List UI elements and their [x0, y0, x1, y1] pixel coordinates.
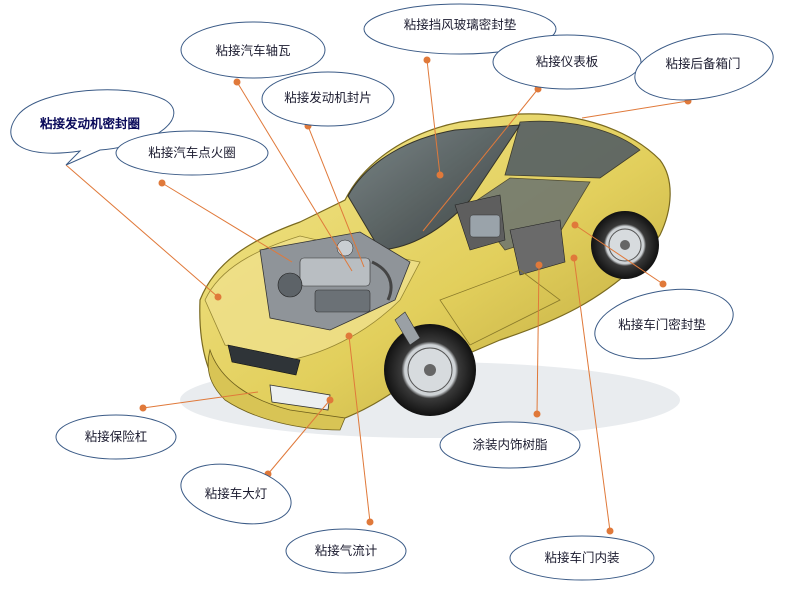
label-door-seal: 粘接车门密封垫	[618, 317, 706, 332]
leader-lines	[65, 56, 692, 535]
label-door-interior: 粘接车门内装	[544, 550, 619, 565]
label-ignition-coil: 粘接汽车点火圈	[148, 145, 236, 160]
label-bumper: 粘接保险杠	[85, 429, 148, 444]
callout-interior-resin: 涂装内饰树脂	[439, 421, 581, 469]
callout-ignition-coil: 粘接汽车点火圈	[115, 130, 269, 176]
label-airflow-meter: 粘接气流计	[315, 543, 378, 558]
callout-trunk-door: 粘接后备箱门	[634, 33, 774, 101]
rear-wheel	[591, 211, 659, 279]
callout-dashboard: 粘接仪表板	[492, 34, 642, 90]
interior-seats	[454, 194, 566, 276]
label-headlight: 粘接车大灯	[205, 486, 268, 501]
callout-engine-seal: 粘接发动机封片	[261, 71, 395, 127]
label-interior-resin: 涂装内饰树脂	[472, 437, 547, 452]
label-engine-cover-seal: 粘接发动机密封圈	[40, 116, 140, 131]
callout-windshield-seal: 粘接挡风玻璃密封垫	[363, 3, 557, 55]
label-engine-seal: 粘接发动机封片	[284, 90, 372, 105]
front-wheel	[384, 324, 476, 416]
callout-bumper: 粘接保险杠	[55, 414, 177, 460]
label-trunk-door: 粘接后备箱门	[665, 56, 740, 71]
label-bearing-shell: 粘接汽车轴瓦	[215, 43, 290, 58]
callout-airflow-meter: 粘接气流计	[285, 528, 407, 574]
callout-door-seal: 粘接车门密封垫	[594, 288, 734, 360]
label-windshield-seal: 粘接挡风玻璃密封垫	[404, 17, 517, 32]
callout-bearing-shell: 粘接汽车轴瓦	[180, 21, 326, 79]
label-dashboard: 粘接仪表板	[536, 54, 599, 69]
car-illustration	[180, 113, 680, 438]
callout-headlight: 粘接车大灯	[180, 463, 292, 525]
callout-door-interior: 粘接车门内装	[509, 535, 655, 581]
engine-block	[259, 231, 411, 331]
